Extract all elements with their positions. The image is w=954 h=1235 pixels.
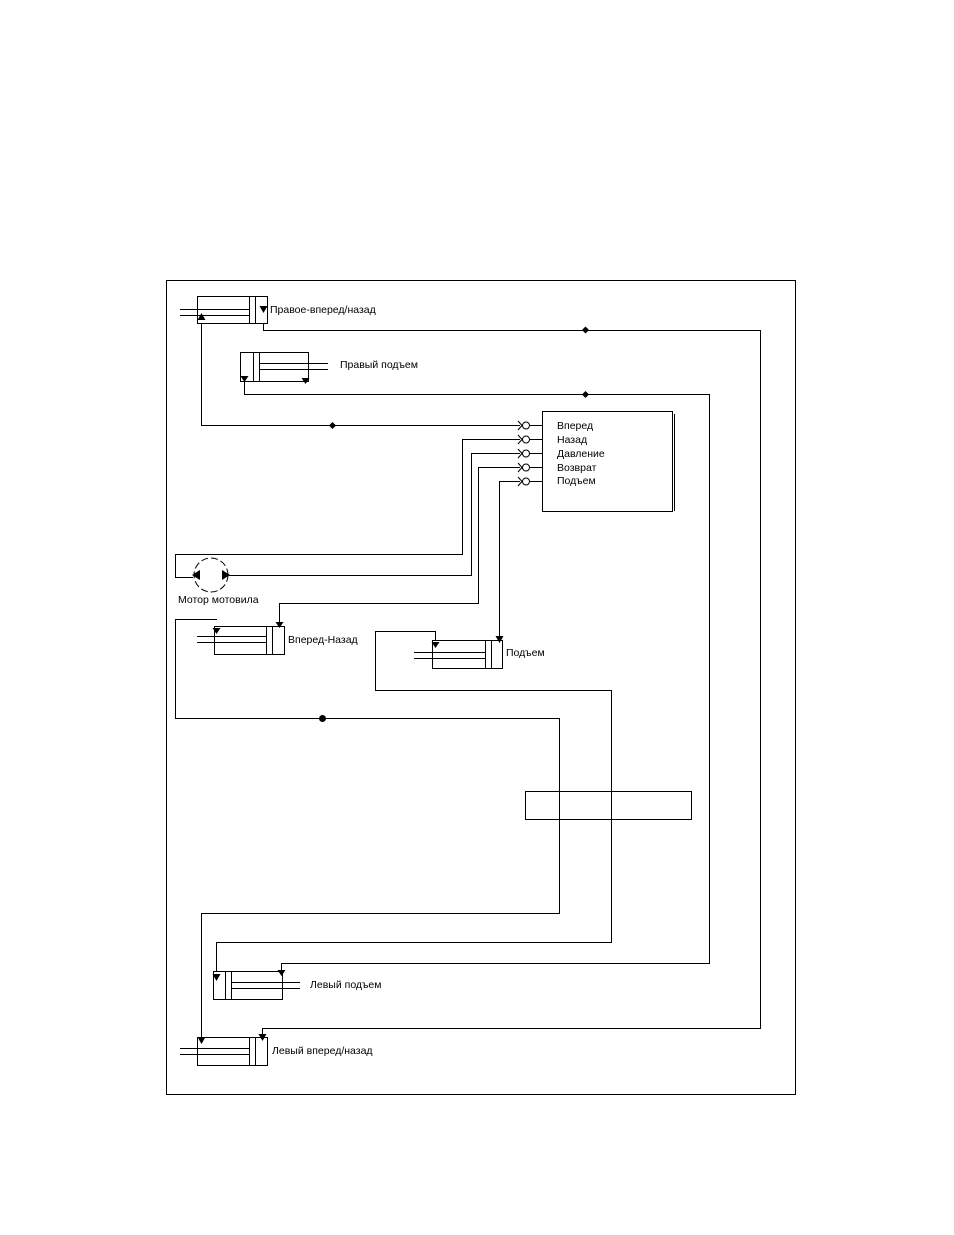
cylinder-left-lift: Левый подъем bbox=[213, 970, 382, 1000]
cylinder-left-fwd-back: Левый вперед/назад bbox=[180, 1034, 373, 1066]
port-check-symbol bbox=[518, 463, 542, 472]
line-lift bbox=[500, 482, 521, 641]
junction-dot bbox=[329, 422, 336, 429]
port-check-symbol bbox=[518, 435, 542, 444]
line-return bbox=[280, 468, 521, 627]
cylinder-body bbox=[214, 972, 283, 1000]
cylinder-right-fwd-back: Правое-вперед/назад bbox=[180, 297, 376, 324]
cylinder-label: Левый подъем bbox=[310, 979, 381, 991]
cylinder-body bbox=[215, 627, 285, 655]
valve-port-label: Назад bbox=[557, 434, 587, 446]
line-right-fwd-rod bbox=[263, 312, 761, 1040]
valve-port-label: Возврат bbox=[557, 462, 597, 474]
cylinder-label: Левый вперед/назад bbox=[272, 1045, 373, 1057]
cylinder-label: Правый подъем bbox=[340, 359, 418, 371]
line-lift-loop bbox=[217, 632, 612, 979]
junction-dot bbox=[582, 391, 589, 398]
reel-motor: Мотор мотовила bbox=[178, 558, 259, 606]
line-motor-back bbox=[176, 440, 521, 578]
valve-block: Вперед Назад Давление Возврат Подъем bbox=[518, 412, 675, 512]
motor-arrow bbox=[222, 570, 230, 580]
port-check-symbol bbox=[518, 477, 542, 486]
empty-box bbox=[526, 792, 692, 820]
valve-port-label: Вперед bbox=[557, 420, 593, 432]
cylinder-label: Вперед-Назад bbox=[288, 634, 358, 646]
line-motor-pressure bbox=[229, 454, 520, 576]
motor-label: Мотор мотовила bbox=[178, 594, 259, 606]
cylinder-body bbox=[241, 353, 309, 382]
valve-port-label: Подъем bbox=[557, 475, 596, 487]
junction-dot bbox=[319, 715, 326, 722]
line-right-lift bbox=[245, 380, 710, 975]
valve-port-label: Давление bbox=[557, 448, 605, 460]
cylinder-label: Правое-вперед/назад bbox=[270, 304, 376, 316]
cylinder-right-lift: Правый подъем bbox=[241, 353, 418, 385]
cylinder-label: Подъем bbox=[506, 647, 545, 659]
junction-dot bbox=[582, 326, 589, 333]
cylinder-fwd-back: Вперед-Назад bbox=[197, 622, 358, 655]
motor-arrow bbox=[192, 570, 200, 580]
port-check-symbol bbox=[518, 421, 542, 430]
port-check-symbol bbox=[518, 449, 542, 458]
cylinder-lift: Подъем bbox=[414, 636, 545, 669]
cylinder-body bbox=[198, 1038, 268, 1066]
valve-port-symbols bbox=[518, 421, 542, 486]
